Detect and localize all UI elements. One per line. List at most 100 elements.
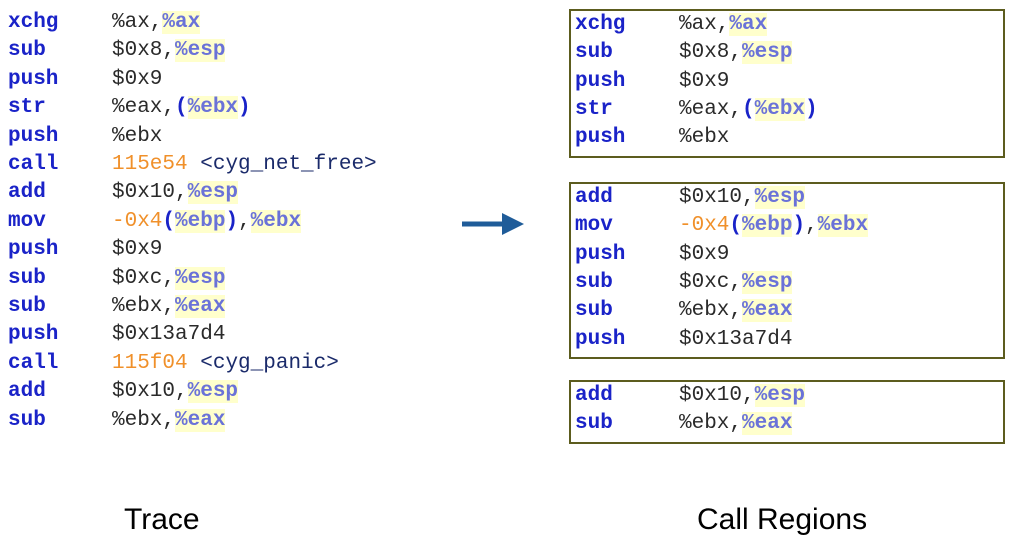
operand-text: $0x9 <box>679 242 730 266</box>
operands: 115e54 <cyg_net_free> <box>112 151 377 179</box>
opcode: add <box>575 384 613 407</box>
operand-text: %ax, <box>679 13 730 36</box>
instruction-line: sub $0xc,%esp <box>575 269 995 297</box>
operands: $0x9 <box>112 66 162 94</box>
instruction-line: push $0x9 <box>8 66 428 94</box>
operands: %ax,%ax <box>679 11 768 39</box>
call-region-box <box>569 182 1005 359</box>
operand-text: %ax, <box>112 11 163 34</box>
instruction-line: xchg%ax,%ax <box>8 9 428 37</box>
register: %esp <box>187 181 239 205</box>
operand-text: $0x13a7d4 <box>112 323 226 347</box>
paren: ) <box>238 96 251 120</box>
operands: %ax,%ax <box>112 9 201 37</box>
paren: ) <box>805 97 818 121</box>
operand-text: $0x10, <box>679 384 755 407</box>
operand-text: $0x9 <box>679 69 730 93</box>
register: %eax <box>175 295 226 318</box>
instruction-line: mov -0x4(%ebp),%ebx <box>575 212 995 240</box>
register: %esp <box>742 41 793 65</box>
instruction-line: push$0x9 <box>575 68 995 96</box>
operands: %eax,(%ebx) <box>679 96 818 124</box>
opcode: add <box>8 181 46 205</box>
instruction-line: sub $0xc,%esp <box>8 265 428 293</box>
operand-text: %eax, <box>112 96 176 120</box>
register: %esp <box>187 380 239 404</box>
operands: $0x13a7d4 <box>112 321 225 349</box>
operands: %ebx,%eax <box>679 410 793 438</box>
register: %eax <box>175 408 226 432</box>
instruction-line: xchg %ax,%ax <box>575 11 995 39</box>
instruction-line: push %ebx <box>575 124 995 152</box>
operands: $0x8,%esp <box>679 39 793 67</box>
symbol: <cyg_panic> <box>200 351 339 375</box>
opcode: sub <box>575 41 613 65</box>
operands: %eax,(%ebx) <box>112 94 251 122</box>
opcode: add <box>575 186 613 209</box>
opcode: str <box>575 97 613 121</box>
opcode: push <box>8 323 59 347</box>
operands: $0xc,%esp <box>679 269 793 297</box>
instruction-line: sub $0x8,%esp <box>575 39 995 67</box>
paren: ( <box>742 97 755 121</box>
call-region-box <box>569 9 1005 158</box>
register: %ebp <box>742 214 793 238</box>
register: %esp <box>175 39 226 63</box>
register: %esp <box>754 186 806 209</box>
register: %ebp <box>175 209 226 233</box>
operands: $0x10,%esp <box>679 382 806 410</box>
instruction-line: sub%ebx,%eax <box>575 410 995 438</box>
operands: $0x10,%esp <box>112 179 239 207</box>
register: %ebx <box>187 96 239 120</box>
opcode: push <box>8 238 59 262</box>
instruction-line: sub%ebx,%eax <box>575 297 995 325</box>
opcode: call <box>8 351 59 375</box>
opcode: str <box>8 96 46 120</box>
instruction-line: add $0x10,%esp <box>8 179 428 207</box>
address: 115e54 <box>112 153 188 176</box>
opcode: sub <box>575 270 613 294</box>
call-regions-caption: Call Regions <box>697 503 868 536</box>
operand-text: %eax, <box>679 97 743 121</box>
instruction-line: push $0x13a7d4 <box>575 326 995 354</box>
operand-text <box>188 352 201 375</box>
operands: %ebx <box>679 124 729 152</box>
symbol: <cyg_net_free> <box>200 153 377 176</box>
operands: -0x4(%ebp),%ebx <box>679 212 869 240</box>
opcode: push <box>575 327 626 351</box>
instruction-line: call 115e54 <cyg_net_free> <box>8 151 428 179</box>
opcode: push <box>575 126 626 150</box>
operand-text: $0x10, <box>112 380 188 404</box>
operand-text: %ebx <box>112 124 163 148</box>
operand-text: $0x13a7d4 <box>679 327 793 351</box>
operand-text: , <box>805 214 818 238</box>
address: -0x4 <box>112 209 163 233</box>
operands: %ebx <box>112 123 162 151</box>
operands: $0xc,%esp <box>112 265 226 293</box>
instruction-line: str %eax,(%ebx) <box>575 96 995 124</box>
opcode: sub <box>8 266 46 290</box>
register: %ebx <box>754 97 806 121</box>
operands: %ebx,%eax <box>112 407 226 435</box>
opcode: add <box>8 380 46 404</box>
register: %eax <box>742 412 793 436</box>
paren: ) <box>225 209 239 233</box>
opcode: push <box>8 124 59 148</box>
paren: ( <box>729 214 743 238</box>
operands: 115f04 <cyg_panic> <box>112 350 339 378</box>
operand-text: $0x9 <box>112 67 163 91</box>
opcode: push <box>8 67 59 91</box>
opcode: call <box>8 153 59 176</box>
instruction-line: push$0x9 <box>8 236 428 264</box>
opcode: sub <box>8 295 46 318</box>
instruction-line: add $0x10,%esp <box>575 382 995 410</box>
instruction-line: add $0x10,%esp <box>8 378 428 406</box>
operand-text: $0x8, <box>679 41 743 65</box>
operand-text: %ebx <box>679 126 730 150</box>
operand-text: , <box>238 209 251 233</box>
operands: $0x13a7d4 <box>679 326 792 354</box>
opcode: xchg <box>575 13 626 36</box>
instruction-line: mov-0x4(%ebp),%ebx <box>8 208 428 236</box>
register: %ebx <box>250 209 302 233</box>
opcode: mov <box>575 214 613 238</box>
